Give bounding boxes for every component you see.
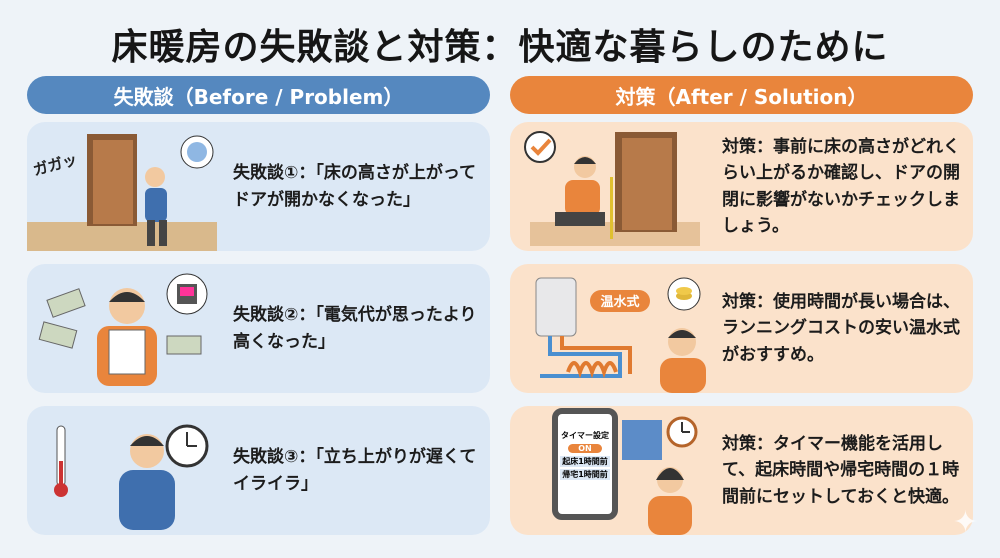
hot-water-heating-illustration: 温水式 (510, 264, 710, 393)
cold-waiting-illustration (27, 406, 227, 535)
timer-title: タイマー設定 (561, 431, 609, 440)
problem-card-2: 失敗談②：「電気代が思ったより高くなった」 (27, 264, 490, 393)
problem-header: 失敗談（Before / Problem） (27, 76, 490, 114)
page-title: 床暖房の失敗談と対策：快適な暮らしのために (111, 27, 889, 68)
timer-option-return: 帰宅1時間前 (560, 469, 610, 480)
timer-option-wakeup: 起床1時間前 (560, 456, 610, 467)
high-bill-illustration (27, 264, 227, 393)
problem-text-2: 失敗談②：「電気代が思ったより高くなった」 (233, 305, 477, 352)
solution-card-3: タイマー設定 ON 起床1時間前 帰宅1時間前 対策：タイマー機能を活用して、起… (510, 406, 973, 535)
timer-phone-illustration: タイマー設定 ON 起床1時間前 帰宅1時間前 (510, 406, 710, 535)
problem-text-1: 失敗談①：「床の高さが上がってドアが開かなくなった」 (233, 163, 477, 210)
sparkle-icon: ✦ (952, 505, 978, 540)
door-stuck-illustration: ガガッ (27, 122, 227, 251)
solution-text-2: 対策：使用時間が長い場合は、ランニングコストの安い温水式がおすすめ。 (722, 291, 960, 365)
problem-card-1: ガガッ 失敗談①：「床の高さが上がってドアが開かなくなった」 (27, 122, 490, 251)
measure-floor-illustration (510, 122, 710, 251)
solution-card-2: 温水式 対策：使用時間が長い場合は、ランニングコストの安い温水式がおすすめ。 (510, 264, 973, 393)
hot-water-tag: 温水式 (600, 294, 639, 310)
solution-text-3: 対策：タイマー機能を活用して、起床時間や帰宅時間の１時間前にセットしておくと快適… (722, 433, 960, 507)
solution-card-1: 対策：事前に床の高さがどれくらい上がるか確認し、ドアの開閉に影響がないかチェック… (510, 122, 973, 251)
solution-header: 対策（After / Solution） (510, 76, 973, 114)
timer-toggle: ON (568, 444, 602, 453)
problem-text-3: 失敗談③：「立ち上がりが遅くてイライラ」 (233, 447, 477, 494)
phone-screen: タイマー設定 ON 起床1時間前 帰宅1時間前 (552, 408, 618, 520)
sound-effect-text: ガガッ (31, 150, 79, 179)
thermometer-icon (54, 424, 209, 530)
problem-card-3: 失敗談③：「立ち上がりが遅くてイライラ」 (27, 406, 490, 535)
solution-text-1: 対策：事前に床の高さがどれくらい上がるか確認し、ドアの開閉に影響がないかチェック… (722, 136, 960, 236)
check-icon (524, 131, 556, 163)
